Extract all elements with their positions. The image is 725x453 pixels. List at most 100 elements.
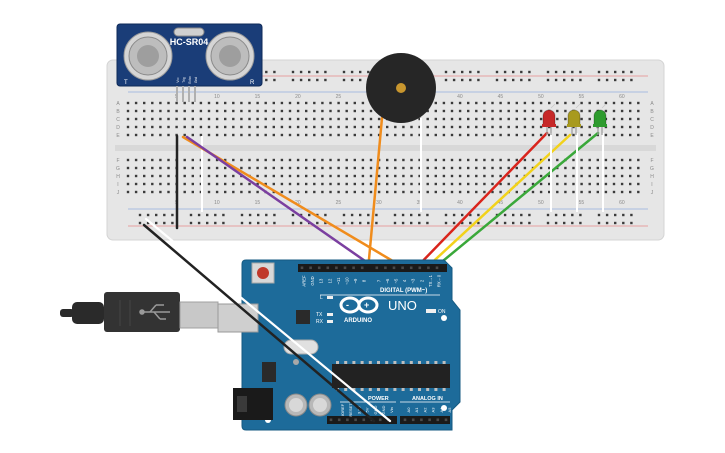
led-green[interactable] xyxy=(593,103,607,135)
wire-red-led[interactable] xyxy=(412,131,549,272)
transducer-right xyxy=(205,31,255,81)
chip-pins xyxy=(336,361,446,391)
column-number: 40 xyxy=(457,94,463,100)
power-label: POWER xyxy=(368,396,389,402)
sensor-model-label: HC-SR04 xyxy=(170,37,209,47)
wire-orange-buzzer[interactable] xyxy=(366,116,384,272)
piezo-buzzer[interactable] xyxy=(366,53,436,123)
column-number: 15 xyxy=(255,200,261,206)
column-number: 55 xyxy=(579,200,585,206)
column-number: 35 xyxy=(417,200,423,206)
power-header xyxy=(327,416,397,424)
breadboard-holes xyxy=(126,70,640,225)
wire-green-led[interactable] xyxy=(430,131,600,272)
sensor-pins xyxy=(176,86,196,102)
power-pin-label: Vin xyxy=(389,407,394,413)
header-pin-label: 8 xyxy=(362,279,367,282)
column-number: 30 xyxy=(376,200,382,206)
wire-purple-echo[interactable] xyxy=(185,135,380,272)
header-pin-label: GND xyxy=(310,276,315,285)
row-label: H xyxy=(116,174,120,180)
usb-plug-metal xyxy=(179,301,219,329)
header-pin-label: 13 xyxy=(319,278,324,283)
transducer-left xyxy=(123,31,173,81)
rx-label: RX xyxy=(316,319,324,325)
sensor-t-mark: T xyxy=(124,80,128,86)
header-pin-label: ~5 xyxy=(394,278,399,283)
row-label: D xyxy=(116,125,120,131)
row-label: A xyxy=(116,101,120,107)
header-pin-label: ~6 xyxy=(385,278,390,283)
row-label: E xyxy=(650,133,654,139)
l-label: L xyxy=(320,295,323,301)
row-label: C xyxy=(650,117,654,123)
logo-minus: - xyxy=(346,300,349,310)
usb-cable-boot xyxy=(72,302,104,324)
usb-chip xyxy=(296,310,310,324)
column-number: 10 xyxy=(214,200,220,206)
row-label: J xyxy=(651,190,654,196)
leds xyxy=(542,103,607,135)
row-label: E xyxy=(116,133,120,139)
analog-pin-label: A5 xyxy=(447,407,452,413)
capacitor-2 xyxy=(308,393,332,417)
row-label: A xyxy=(650,101,654,107)
sensor-pin-label: Trig xyxy=(182,77,186,83)
column-number: 25 xyxy=(336,200,342,206)
led-yellow[interactable] xyxy=(567,103,581,135)
header-pin-label: 7 xyxy=(376,279,381,282)
column-number: 55 xyxy=(579,94,585,100)
header-pin-label: 12 xyxy=(327,278,332,283)
column-number: 60 xyxy=(619,200,625,206)
analog-pin-label: A1 xyxy=(414,407,419,413)
row-label: G xyxy=(116,166,120,172)
sensor-r-mark: R xyxy=(250,80,255,86)
header-pin-label: ~11 xyxy=(336,277,341,284)
column-number: 15 xyxy=(255,94,261,100)
column-number: 45 xyxy=(498,94,504,100)
header-pin-label: RX←0 xyxy=(437,274,442,287)
column-number: 25 xyxy=(336,94,342,100)
wire-black-gnd-arduino[interactable] xyxy=(142,223,376,423)
uno-label: UNO xyxy=(388,298,417,313)
wire-white-5v-arduino[interactable] xyxy=(144,217,392,423)
power-pin-label: GND xyxy=(381,405,386,414)
led-red[interactable] xyxy=(542,103,556,135)
center-channel xyxy=(115,145,656,151)
row-label: G xyxy=(650,166,654,172)
wires-over xyxy=(142,217,392,423)
header-pin-label: TX→1 xyxy=(428,274,433,287)
row-label: B xyxy=(650,109,654,115)
row-label: C xyxy=(116,117,120,123)
top-header-pins xyxy=(300,266,439,270)
analog-pin-label: A4 xyxy=(439,407,444,413)
arduino-logo-icon xyxy=(339,296,379,314)
column-number: 40 xyxy=(457,200,463,206)
row-label: J xyxy=(117,190,120,196)
row-label: I xyxy=(117,182,118,188)
power-pin-label: RESET xyxy=(348,403,353,417)
sensor-pin-label: Echo xyxy=(188,76,192,83)
wire-yellow-led[interactable] xyxy=(422,133,572,272)
row-label: D xyxy=(650,125,654,131)
power-pin-label: IOREF xyxy=(340,403,345,416)
arduino-logo-text: ARDUINO xyxy=(344,318,372,324)
column-number: 20 xyxy=(295,200,301,206)
sensor-pin-label: Gnd xyxy=(194,77,198,83)
top-header xyxy=(298,264,447,272)
column-number: 50 xyxy=(538,94,544,100)
row-label: B xyxy=(116,109,120,115)
power-pin-label: 5V xyxy=(365,407,370,412)
analog-label: ANALOG IN xyxy=(412,396,443,402)
usb-cable[interactable] xyxy=(60,292,219,332)
reset-button[interactable] xyxy=(251,262,275,284)
header-pin-label: 2 xyxy=(419,279,424,282)
wires xyxy=(175,116,604,272)
sensor-crystal xyxy=(173,27,205,37)
header-pin-label: 4 xyxy=(402,279,407,282)
